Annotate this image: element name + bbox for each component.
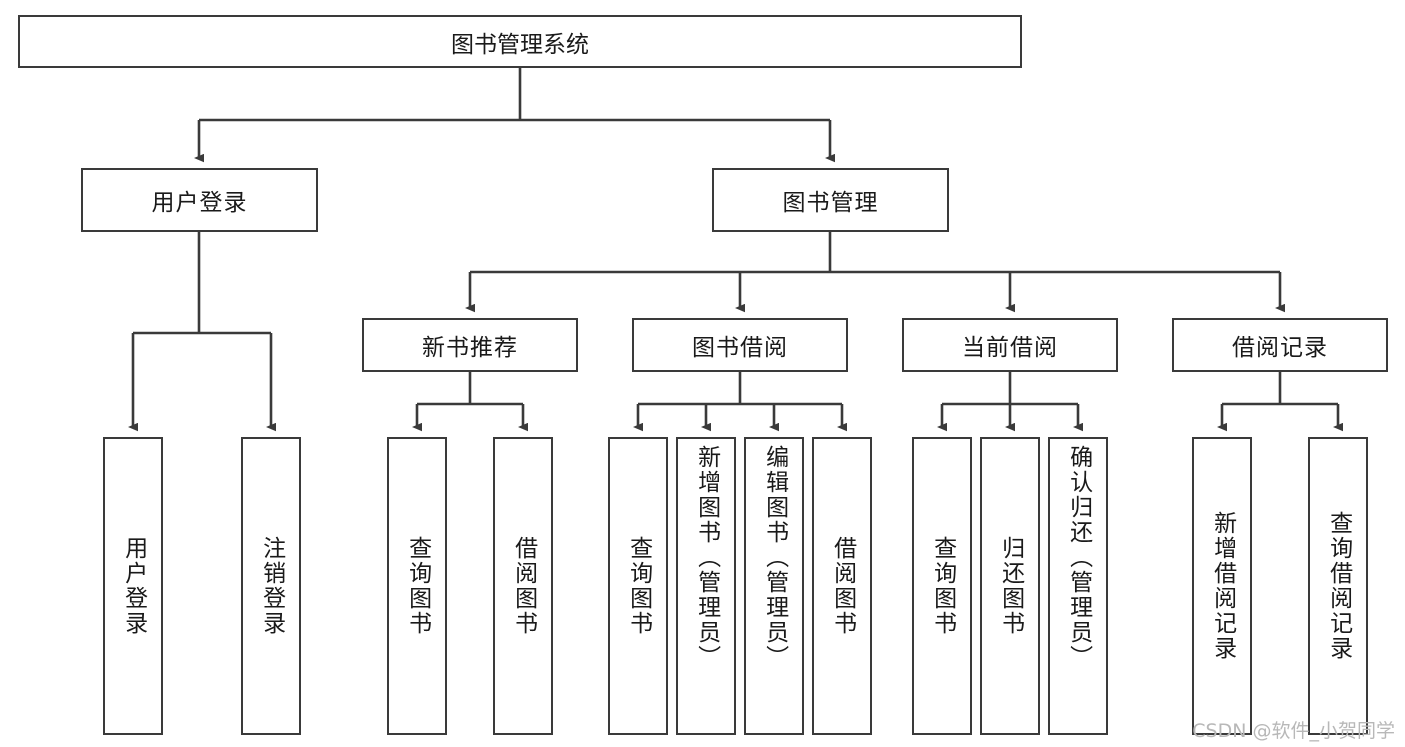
- leaf-label: 借阅图书: [510, 536, 537, 636]
- leaf-label: 新增借阅记录: [1209, 511, 1236, 661]
- leaf-label: 确认归还（管理员）: [1065, 445, 1092, 670]
- leaf-current-query-book[interactable]: 查询图书: [912, 437, 972, 735]
- node-label: 图书管理: [782, 190, 879, 216]
- leaf-label: 用户登录: [120, 536, 147, 636]
- leaf-label: 查询图书: [625, 536, 652, 636]
- node-label: 当前借阅: [962, 335, 1058, 361]
- leaf-new-book-borrow-book[interactable]: 借阅图书: [493, 437, 553, 735]
- leaf-label: 归还图书: [997, 536, 1024, 636]
- node-label: 借阅记录: [1232, 335, 1328, 361]
- leaf-borrow-edit-book-admin[interactable]: 编辑图书（管理员）: [744, 437, 804, 735]
- leaf-label: 借阅图书: [829, 536, 856, 636]
- node-label: 图书借阅: [692, 335, 788, 361]
- leaf-label: 编辑图书（管理员）: [761, 445, 788, 670]
- node-borrow-records[interactable]: 借阅记录: [1172, 318, 1388, 372]
- leaf-current-return-book[interactable]: 归还图书: [980, 437, 1040, 735]
- node-label: 用户登录: [151, 190, 248, 216]
- node-root-book-management-system[interactable]: 图书管理系统: [18, 15, 1022, 68]
- node-book-borrowing[interactable]: 图书借阅: [632, 318, 848, 372]
- leaf-label: 查询借阅记录: [1325, 511, 1352, 661]
- leaf-current-confirm-return-admin[interactable]: 确认归还（管理员）: [1048, 437, 1108, 735]
- leaf-user-login-login[interactable]: 用户登录: [103, 437, 163, 735]
- node-label: 新书推荐: [422, 335, 518, 361]
- node-new-book-recommendation[interactable]: 新书推荐: [362, 318, 578, 372]
- node-user-login[interactable]: 用户登录: [81, 168, 318, 232]
- leaf-label: 注销登录: [258, 536, 285, 636]
- leaf-label: 查询图书: [929, 536, 956, 636]
- leaf-user-login-logout[interactable]: 注销登录: [241, 437, 301, 735]
- leaf-borrow-query-book[interactable]: 查询图书: [608, 437, 668, 735]
- node-book-management[interactable]: 图书管理: [712, 168, 949, 232]
- leaf-label: 查询图书: [404, 536, 431, 636]
- node-label: 图书管理系统: [451, 31, 589, 58]
- leaf-records-add-record[interactable]: 新增借阅记录: [1192, 437, 1252, 735]
- leaf-new-book-query-book[interactable]: 查询图书: [387, 437, 447, 735]
- watermark-text: CSDN @软件_小贺同学: [1192, 720, 1395, 742]
- leaf-label: 新增图书（管理员）: [693, 445, 720, 670]
- leaf-borrow-borrow-book[interactable]: 借阅图书: [812, 437, 872, 735]
- leaf-borrow-add-book-admin[interactable]: 新增图书（管理员）: [676, 437, 736, 735]
- node-current-borrowing[interactable]: 当前借阅: [902, 318, 1118, 372]
- leaf-records-query-record[interactable]: 查询借阅记录: [1308, 437, 1368, 735]
